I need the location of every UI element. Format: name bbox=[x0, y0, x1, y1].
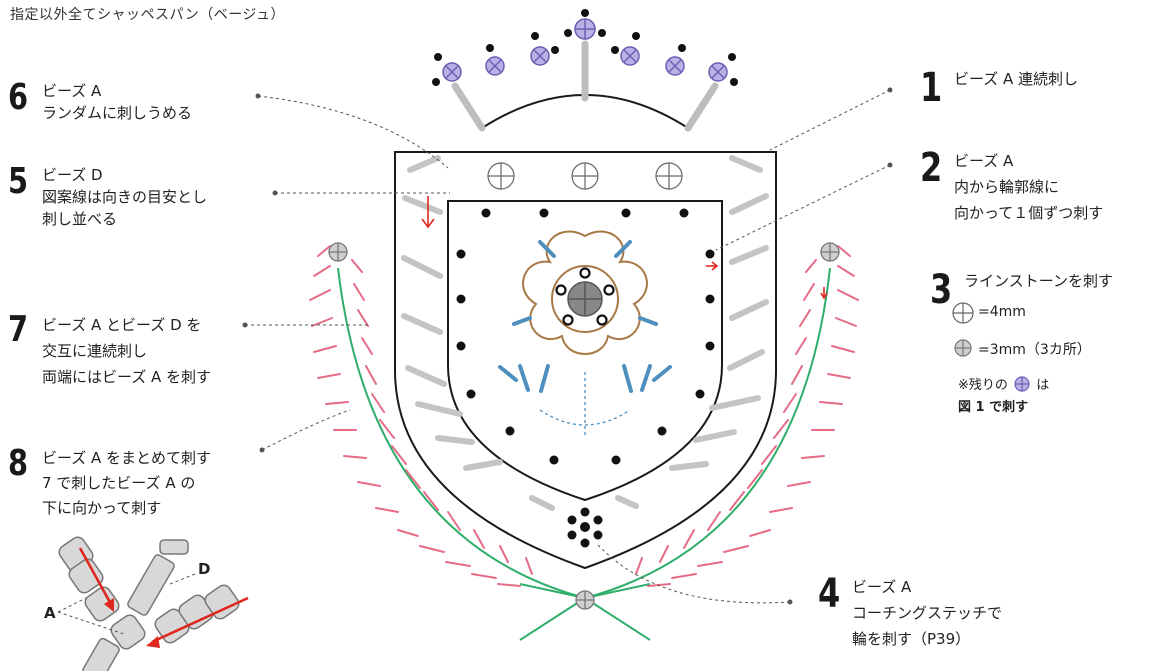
inset-label-a: A bbox=[44, 604, 56, 622]
step-line: ビーズ A bbox=[852, 578, 912, 596]
crown bbox=[432, 9, 738, 132]
legend-note-2: 図 1 で刺す bbox=[958, 400, 1029, 415]
step-line: ビーズ D bbox=[42, 166, 103, 184]
leaf-beads bbox=[309, 245, 859, 587]
step-number: 2 bbox=[920, 145, 943, 191]
legend-note: ※残りの は bbox=[958, 374, 1049, 393]
step-line: 交互に連続刺し bbox=[42, 342, 148, 360]
step-number: 6 bbox=[8, 77, 29, 118]
step-number: 1 bbox=[920, 65, 943, 111]
inset-label-d: D bbox=[198, 560, 211, 578]
rhinestone-4mm bbox=[571, 162, 599, 190]
step-line: ランダムに刺しうめる bbox=[42, 104, 193, 122]
inset-diagram bbox=[57, 536, 249, 671]
legend-note-prefix: ※残りの bbox=[958, 378, 1008, 393]
step-line: 輪を刺す（P39） bbox=[852, 630, 971, 648]
header-note: 指定以外全てシャッペスパン（ベージュ） bbox=[10, 7, 285, 23]
rhinestone-4mm bbox=[655, 162, 683, 190]
outer-shield bbox=[394, 151, 777, 570]
purple-stone-icon bbox=[1014, 376, 1030, 392]
rhinestone-3mm bbox=[820, 242, 840, 262]
inner-dots bbox=[456, 208, 715, 465]
step-line: ビーズ A とビーズ D を bbox=[42, 316, 202, 334]
rhinestone-4mm-icon bbox=[952, 302, 974, 324]
step-line: ビーズ A bbox=[954, 152, 1014, 170]
step-number: 5 bbox=[8, 161, 29, 202]
step-line: ラインストーンを刺す bbox=[964, 272, 1113, 290]
direction-arrows bbox=[421, 196, 828, 300]
step-line: 7 で刺したビーズ A の bbox=[42, 474, 196, 492]
flower-motif bbox=[498, 230, 672, 436]
step-number: 3 bbox=[930, 267, 953, 313]
step-line: コーチングステッチで bbox=[852, 604, 1003, 622]
step-line: 向かって１個ずつ刺す bbox=[954, 204, 1104, 222]
step-line: 内から輪郭線に bbox=[954, 178, 1060, 196]
band-beads bbox=[401, 155, 769, 511]
inner-shield bbox=[447, 200, 723, 502]
step-line: 図案線は向きの目安とし bbox=[42, 188, 208, 206]
leader-dots bbox=[242, 87, 893, 605]
rhinestone-3mm bbox=[575, 590, 595, 610]
legend-icons bbox=[952, 302, 974, 357]
step-line: 両端にはビーズ A を刺す bbox=[42, 368, 212, 386]
rhinestone-4mm bbox=[487, 162, 515, 190]
legend-4mm: =4mm bbox=[978, 304, 1026, 320]
step-number: 4 bbox=[818, 571, 841, 617]
step-line: 下に向かって刺す bbox=[42, 499, 162, 517]
step-number: 8 bbox=[8, 443, 29, 484]
rhinestone-3mm bbox=[328, 242, 348, 262]
rhinestone-3mm-icon bbox=[954, 339, 972, 357]
wreath-stems bbox=[337, 267, 831, 641]
step-number: 7 bbox=[8, 309, 29, 350]
step-line: ビーズ A bbox=[42, 82, 102, 100]
step-line: ビーズ A 連続刺し bbox=[954, 70, 1079, 88]
step-line: 刺し並べる bbox=[42, 210, 118, 228]
bead-cluster bbox=[567, 507, 603, 548]
step-line: ビーズ A をまとめて刺す bbox=[42, 449, 212, 467]
legend-3mm: =3mm（3カ所） bbox=[978, 342, 1091, 358]
leader-lines bbox=[245, 89, 891, 604]
legend-note-suffix: は bbox=[1036, 378, 1050, 393]
